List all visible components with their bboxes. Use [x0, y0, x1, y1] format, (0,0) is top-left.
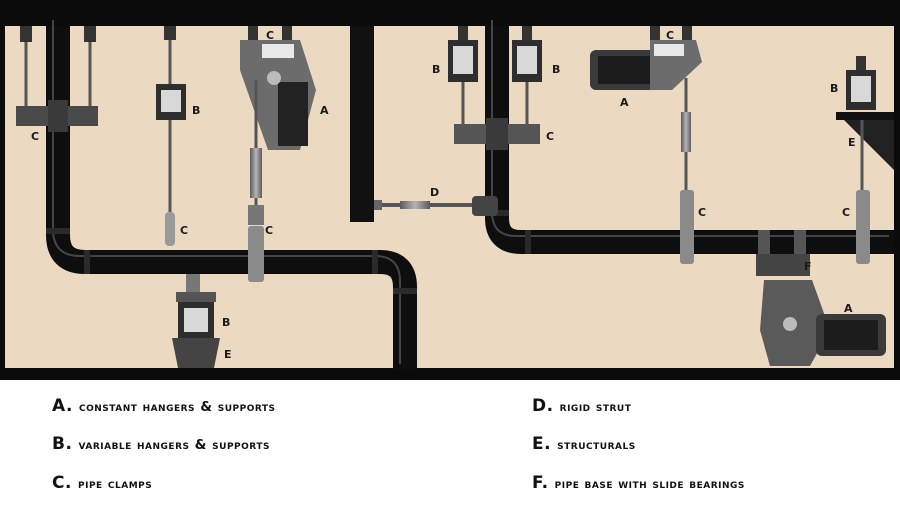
variable-hanger-mid-1	[448, 26, 478, 124]
label-b-left: B	[192, 104, 200, 117]
legend-text: VARIABLE HANGERS & SUPPORTS	[78, 437, 270, 453]
legend-key: B.	[52, 434, 73, 454]
label-b-bottom: B	[222, 316, 230, 329]
legend-text: RIGID STRUT	[559, 399, 632, 415]
label-e-bottom: E	[224, 348, 232, 361]
label-f-base: F	[804, 260, 812, 273]
structural-bracket-right	[836, 112, 894, 170]
legend-item-d: D. RIGID STRUT	[532, 396, 631, 416]
pipe-clamp-right-1	[680, 190, 694, 264]
legend-key: E.	[532, 434, 552, 454]
label-b-mid-1: B	[432, 63, 440, 76]
legend-text: PIPE CLAMPS	[78, 476, 153, 492]
rigid-strut	[374, 196, 498, 216]
frame-bottom	[0, 368, 900, 380]
pipe-clamp-left-horizontal	[248, 226, 264, 282]
constant-hanger-left	[240, 26, 316, 225]
variable-hanger-right	[846, 56, 876, 190]
label-c-top-const: C	[266, 29, 274, 42]
structural-column	[350, 26, 374, 222]
legend-text: STRUCTURALS	[557, 437, 636, 453]
pipe-clamp-right-2	[856, 190, 870, 264]
legend-item-a: A. CONSTANT HANGERS & SUPPORTS	[52, 396, 276, 416]
riser-clamp-mid	[454, 118, 540, 150]
legend-item-c: C. PIPE CLAMPS	[52, 473, 152, 493]
variable-hanger-left	[156, 26, 186, 246]
variable-hanger-mid-2	[512, 26, 542, 124]
label-c-mid-clamp: C	[265, 224, 273, 237]
label-a-mid: A	[620, 96, 629, 109]
legend-key: F.	[532, 473, 549, 493]
label-c-right-1: C	[698, 206, 706, 219]
label-c-rod-left: C	[180, 224, 188, 237]
legend: A. CONSTANT HANGERS & SUPPORTS B. VARIAB…	[0, 380, 900, 514]
legend-key: C.	[52, 473, 72, 493]
label-c-top-right: C	[666, 29, 674, 42]
legend-key: D.	[532, 396, 554, 416]
constant-hanger-horizontal	[590, 26, 702, 190]
label-c-top-left: C	[31, 130, 39, 143]
label-e-right: E	[848, 136, 856, 149]
frame-right	[894, 0, 900, 380]
top-beam	[0, 0, 900, 26]
frame-left	[0, 0, 5, 380]
label-a-right: A	[844, 302, 853, 315]
legend-text: CONSTANT HANGERS & SUPPORTS	[79, 399, 276, 415]
label-a-left: A	[320, 104, 329, 117]
label-b-mid-2: B	[552, 63, 560, 76]
legend-text: PIPE BASE WITH SLIDE BEARINGS	[554, 476, 745, 492]
label-d-strut: D	[430, 186, 439, 199]
pipe-left	[46, 20, 417, 370]
legend-item-f: F. PIPE BASE WITH SLIDE BEARINGS	[532, 473, 745, 493]
label-b-right: B	[830, 82, 838, 95]
label-c-clamp-mid: C	[546, 130, 554, 143]
pipe-support-diagram: C B C C A C B E B B C D C A C B E C F A	[0, 0, 900, 380]
label-c-right-2: C	[842, 206, 850, 219]
riser-clamp-left	[16, 26, 98, 132]
legend-item-b: B. VARIABLE HANGERS & SUPPORTS	[52, 434, 270, 454]
variable-support-bottom	[172, 274, 220, 368]
pipe-base-slide	[756, 230, 810, 276]
constant-support-bottom	[760, 280, 886, 366]
legend-key: A.	[52, 396, 73, 416]
legend-item-e: E. STRUCTURALS	[532, 434, 636, 454]
